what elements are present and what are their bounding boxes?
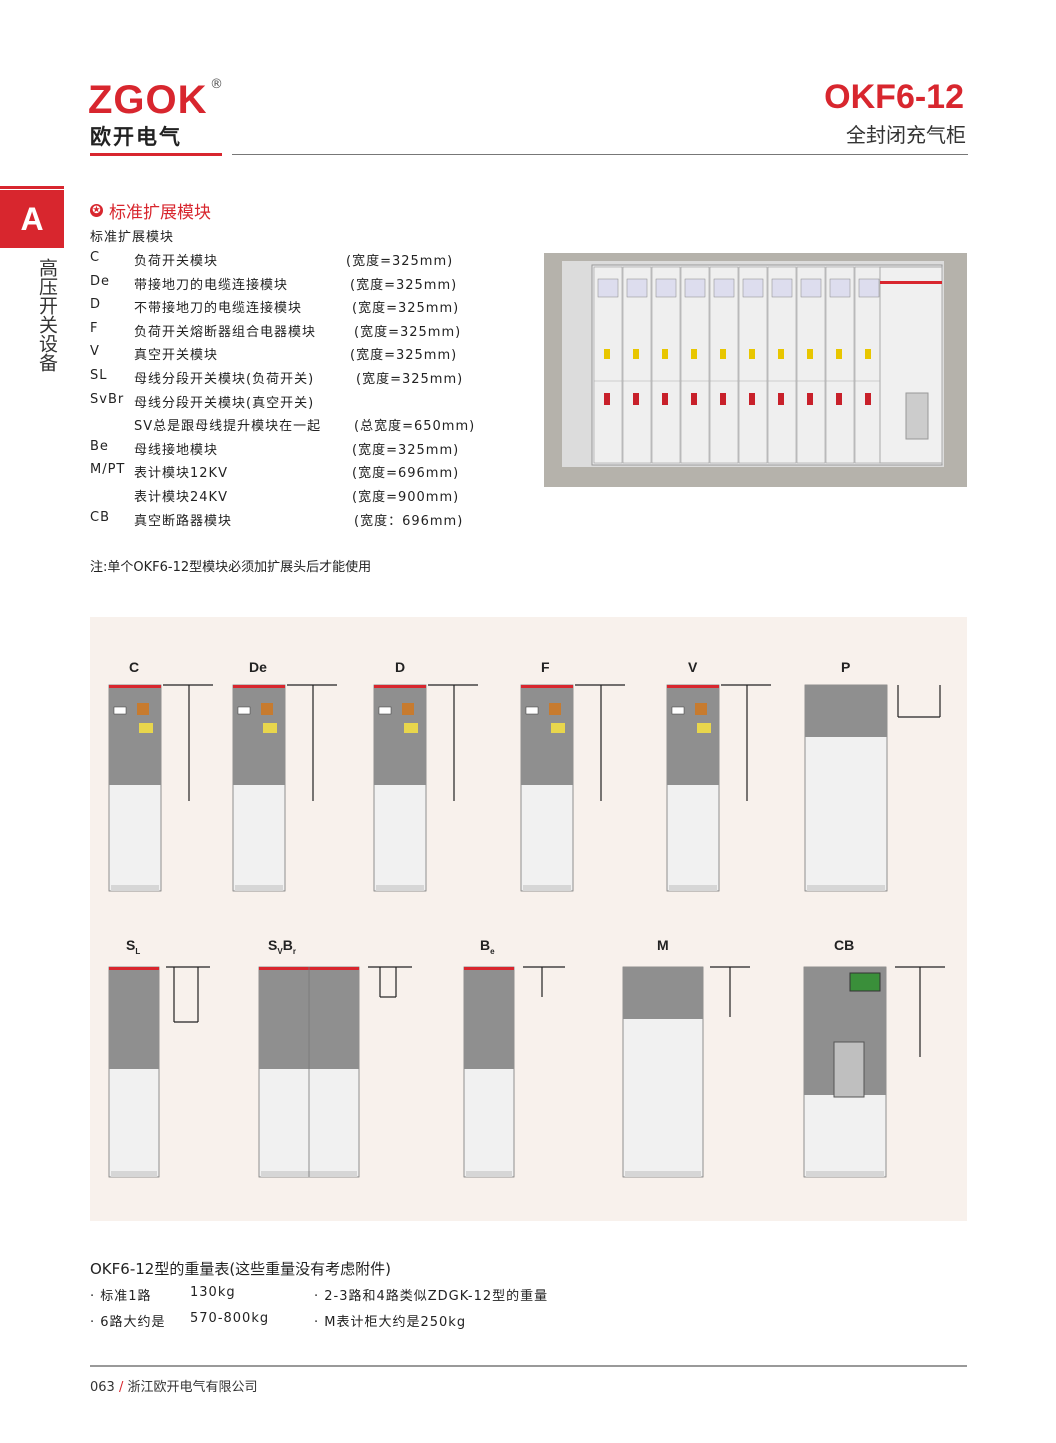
module-name: 不带接地刀的电缆连接模块 <box>134 301 303 317</box>
module-code: C <box>90 250 101 265</box>
module-name: 真空开关模块 <box>134 348 219 364</box>
section-name: 高压开关设备 <box>36 258 58 372</box>
diagram-label-main: B <box>282 937 293 953</box>
diagram-label: M <box>657 937 669 956</box>
switchgear-photo <box>544 253 967 487</box>
module-code: De <box>90 273 111 289</box>
diagram-label: D <box>395 659 406 675</box>
module-width: (宽度=696mm) <box>352 466 460 482</box>
module-width: (宽度=325mm) <box>350 348 458 364</box>
product-model: OKF6-12 <box>824 78 964 116</box>
footer: 063 / 浙江欧开电气有限公司 <box>90 1376 258 1395</box>
weight-label-standard: · 标准1路 <box>90 1289 152 1304</box>
module-code: V <box>90 344 100 360</box>
weight-value-6way: 570-800kg <box>190 1311 270 1326</box>
diagram-label-main: CB <box>834 937 855 953</box>
module-name: 母线分段开关模块(负荷开关) <box>134 372 315 387</box>
module-code: SL <box>90 368 108 383</box>
diagram-label: C <box>129 659 140 675</box>
module-code: SvBr <box>90 391 125 407</box>
weight-note-2-4way: · 2-3路和4路类似ZDGK-12型的重量 <box>314 1289 549 1304</box>
diagram-label: De <box>249 659 267 675</box>
module-name: 母线分段开关模块(真空开关) <box>134 395 315 411</box>
module-code: CB <box>90 509 110 525</box>
registered-mark: ® <box>210 77 223 92</box>
module-width: (宽度：696mm) <box>354 513 464 529</box>
diagram-label: F <box>541 659 550 675</box>
module-code: Be <box>90 438 109 454</box>
module-name: 母线接地模块 <box>134 442 219 458</box>
module-width: (宽度=325mm) <box>356 372 464 387</box>
section-title-text: 标准扩展模块 <box>109 203 211 223</box>
section-tab-bar <box>0 186 64 189</box>
brand-logo: ZGOK <box>88 78 208 122</box>
company-name: 浙江欧开电气有限公司 <box>127 1380 258 1395</box>
product-subtitle: 全封闭充气柜 <box>846 123 966 147</box>
brand-cn-name: 欧开电气 <box>90 125 182 149</box>
module-width: (宽度=325mm) <box>346 254 454 269</box>
header-rule <box>232 154 968 155</box>
star-icon: ✪ <box>90 204 103 217</box>
weight-value-standard: 130kg <box>190 1285 236 1300</box>
module-width: (宽度=325mm) <box>352 442 460 458</box>
diagram-label-sub: V <box>277 946 283 956</box>
module-name: SV总是跟母线提升模块在一起 <box>134 419 322 435</box>
section-letter: A <box>0 190 64 248</box>
module-subtitle: 标准扩展模块 <box>90 230 175 245</box>
module-name: 带接地刀的电缆连接模块 <box>134 277 289 293</box>
module-width: (总宽度=650mm) <box>354 419 476 435</box>
module-width: (宽度=325mm) <box>352 301 460 317</box>
diagram-label-main: S <box>268 937 278 953</box>
diagram-label-sub: e <box>490 946 495 956</box>
diagram-label-sub: r <box>292 946 296 956</box>
module-name: 真空断路器模块 <box>134 513 233 529</box>
weight-label-6way: · 6路大约是 <box>90 1315 166 1330</box>
diagram-label: Be <box>480 937 495 956</box>
weight-table-title: OKF6-12型的重量表(这些重量没有考虑附件) <box>90 1260 392 1278</box>
module-name: 负荷开关熔断器组合电器模块 <box>134 324 317 340</box>
diagram-label: SVBr <box>268 937 296 956</box>
module-name: 表计模块12KV <box>134 466 228 482</box>
diagram-label: V <box>688 659 698 675</box>
logo-underline <box>90 153 222 156</box>
weight-note-meter: · M表计柜大约是250kg <box>314 1315 467 1330</box>
module-name: 负荷开关模块 <box>134 254 219 269</box>
module-width: (宽度=325mm) <box>350 277 458 293</box>
module-width: (宽度=325mm) <box>354 324 462 340</box>
module-width: (宽度=900mm) <box>352 490 460 505</box>
diagram-label: CB <box>834 937 854 956</box>
diagram-label-main: S <box>126 937 136 953</box>
module-code: M/PT <box>90 462 126 478</box>
module-code: F <box>90 320 99 336</box>
footer-separator: / <box>118 1380 124 1395</box>
diagram-label-main: M <box>657 937 669 953</box>
page-number: 063 <box>90 1380 115 1395</box>
diagram-label-main: B <box>480 937 491 953</box>
module-diagrams <box>90 617 967 1221</box>
diagram-label-sub: L <box>135 946 141 956</box>
usage-note: 注:单个OKF6-12型模块必须加扩展头后才能使用 <box>90 560 372 575</box>
diagram-label: P <box>841 659 851 675</box>
module-name: 表计模块24KV <box>134 490 228 505</box>
section-title: ✪ 标准扩展模块 <box>90 198 211 223</box>
footer-rule <box>90 1365 967 1367</box>
module-code: D <box>90 297 102 313</box>
diagram-label: SL <box>126 937 140 956</box>
